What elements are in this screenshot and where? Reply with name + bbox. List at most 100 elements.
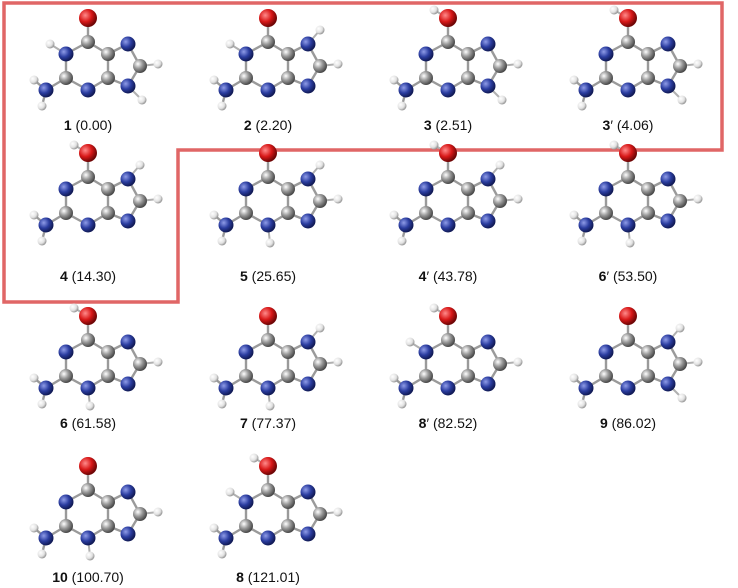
oxygen-atom [259, 307, 277, 325]
hydrogen-atom [513, 59, 523, 69]
hydrogen-atom [429, 303, 439, 313]
hydrogen-atom [397, 399, 407, 409]
nitrogen-atom [238, 181, 254, 197]
carbon-atom [419, 206, 433, 220]
nitrogen-atom [238, 344, 254, 360]
carbon-atom [641, 345, 655, 359]
oxygen-atom [79, 457, 97, 475]
carbon-atom [641, 206, 655, 220]
molecule-grid: 1 (0.00)2 (2.20)3 (2.51)3′ (4.06)4 (14.3… [29, 5, 703, 585]
nitrogen-atom [260, 530, 276, 546]
prime-mark: ′ [606, 268, 609, 284]
nitrogen-atom [660, 376, 676, 392]
carbon-atom [281, 495, 295, 509]
carbon-atom [281, 345, 295, 359]
nitrogen-atom [38, 380, 54, 396]
hydrogen-atom [693, 194, 703, 204]
carbon-atom [81, 333, 95, 347]
hydrogen-atom [217, 236, 227, 246]
carbon-atom [59, 206, 73, 220]
hydrogen-atom [609, 140, 619, 150]
hydrogen-atom [225, 487, 235, 497]
nitrogen-atom [440, 82, 456, 98]
hydrogen-atom [153, 507, 163, 517]
molecule-10: 10 (100.70) [29, 457, 163, 585]
nitrogen-atom [58, 494, 74, 510]
nitrogen-atom [598, 46, 614, 62]
hydrogen-atom [69, 140, 79, 150]
hydrogen-atom [495, 160, 505, 170]
nitrogen-atom [218, 530, 234, 546]
molecule-label: 9 (86.02) [600, 415, 656, 431]
nitrogen-atom [578, 380, 594, 396]
hydrogen-atom [29, 210, 39, 220]
relative-energy: (2.51) [432, 117, 472, 133]
hydrogen-atom [209, 210, 219, 220]
hydrogen-atom [333, 194, 343, 204]
hydrogen-atom [45, 39, 55, 49]
hydrogen-atom [397, 101, 407, 111]
nitrogen-atom [598, 344, 614, 360]
hydrogen-atom [429, 5, 439, 15]
carbon-atom [599, 206, 613, 220]
molecule-label: 8′ (82.52) [419, 415, 478, 431]
relative-energy: (77.37) [248, 415, 296, 431]
nitrogen-atom [480, 334, 496, 350]
oxygen-atom [79, 307, 97, 325]
nitrogen-atom [300, 78, 316, 94]
molecule-label: 10 (100.70) [52, 569, 124, 585]
carbon-atom [441, 170, 455, 184]
relative-energy: (82.52) [429, 415, 477, 431]
molecule-label: 6′ (53.50) [599, 268, 658, 284]
nitrogen-atom [620, 217, 636, 233]
molecule-label: 3 (2.51) [424, 117, 472, 133]
molecule-number: 4 [419, 268, 427, 284]
hydrogen-atom [153, 357, 163, 367]
molecule-number: 6 [60, 415, 68, 431]
nitrogen-atom [120, 376, 136, 392]
hydrogen-atom [389, 75, 399, 85]
nitrogen-atom [300, 213, 316, 229]
nitrogen-atom [218, 82, 234, 98]
nitrogen-atom [480, 376, 496, 392]
carbon-atom [239, 519, 253, 533]
nitrogen-atom [80, 380, 96, 396]
carbon-atom [281, 519, 295, 533]
carbon-atom [101, 519, 115, 533]
hydrogen-atom [693, 59, 703, 69]
hydrogen-atom [37, 101, 47, 111]
nitrogen-atom [398, 82, 414, 98]
nitrogen-atom [480, 213, 496, 229]
nitrogen-atom [440, 217, 456, 233]
carbon-atom [261, 333, 275, 347]
molecule-8: 8 (121.01) [209, 453, 343, 585]
hydrogen-atom [569, 373, 579, 383]
molecule-label: 6 (61.58) [60, 415, 116, 431]
oxygen-atom [259, 457, 277, 475]
carbon-atom [101, 182, 115, 196]
molecule-label: 1 (0.00) [64, 117, 112, 133]
hydrogen-atom [29, 373, 39, 383]
carbon-atom [461, 206, 475, 220]
nitrogen-atom [80, 217, 96, 233]
hydrogen-atom [315, 323, 325, 333]
hydrogen-atom [389, 373, 399, 383]
nitrogen-atom [398, 217, 414, 233]
nitrogen-atom [120, 334, 136, 350]
molecule-4: 4 (14.30) [29, 140, 163, 284]
carbon-atom [461, 369, 475, 383]
nitrogen-atom [260, 380, 276, 396]
carbon-atom [621, 333, 635, 347]
carbon-atom [281, 71, 295, 85]
nitrogen-atom [38, 530, 54, 546]
molecule-number: 4 [60, 268, 68, 284]
molecule-9: 9 (86.02) [569, 307, 703, 431]
molecule-number: 3 [603, 117, 611, 133]
hydrogen-atom [315, 160, 325, 170]
nitrogen-atom [260, 82, 276, 98]
highlight-outline [2, 1, 724, 304]
molecule-number: 6 [599, 268, 607, 284]
carbon-atom [461, 71, 475, 85]
hydrogen-atom [625, 238, 635, 248]
